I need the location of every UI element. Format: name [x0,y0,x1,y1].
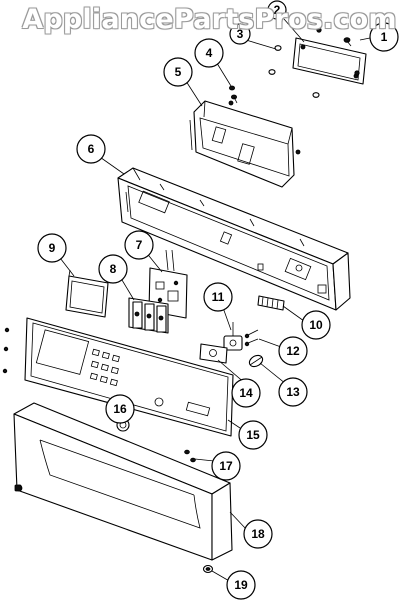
svg-text:17: 17 [219,459,233,473]
callout-4: 4 [194,38,224,68]
svg-text:5: 5 [175,65,182,79]
callout-14: 14 [231,378,261,408]
callout-11: 11 [203,282,233,312]
svg-text:11: 11 [212,290,225,304]
callout-5: 5 [163,57,193,87]
callout-2: 2 [267,0,287,20]
callout-10: 10 [301,310,331,340]
callout-6: 6 [76,134,106,164]
part-2-plate [292,37,367,85]
part-9-display-lens [65,269,109,318]
callout-3: 3 [229,23,251,45]
callout-8: 8 [98,254,128,284]
svg-text:7: 7 [136,238,143,252]
svg-text:3: 3 [237,27,244,41]
part-19-foot [202,564,214,574]
part-5-shield [189,100,301,188]
svg-text:10: 10 [309,318,323,332]
svg-text:18: 18 [251,527,265,541]
watermark: AppliancePartsPros.com [22,4,397,35]
svg-text:1: 1 [381,30,388,44]
part-17-screws [184,449,196,463]
svg-text:15: 15 [246,428,260,442]
svg-text:4: 4 [206,46,213,60]
part-6-console-frame [117,167,351,311]
svg-text:19: 19 [234,578,248,592]
svg-text:2: 2 [274,3,281,17]
svg-text:14: 14 [239,386,253,400]
callout-19: 19 [226,570,256,600]
callout-16: 16 [105,394,135,424]
part-14-bracket [199,343,228,364]
part-12-screws [244,329,259,347]
svg-text:8: 8 [110,262,117,276]
part-1-screw [316,27,360,76]
callout-1: 1 [369,22,399,52]
part-8-switch-block [128,297,169,334]
part-15-control-panel [2,317,234,437]
part-18-console-cover [13,402,233,561]
part-3-screw [268,45,320,98]
svg-text:16: 16 [113,402,127,416]
callout-13: 13 [278,377,308,407]
callout-15: 15 [238,420,268,450]
part-11-switch [223,322,243,351]
part-13-lamp [248,354,264,368]
svg-text:6: 6 [88,142,95,156]
svg-text:13: 13 [286,385,300,399]
callout-9: 9 [37,233,67,263]
keypad [89,348,120,387]
callout-12: 12 [278,336,308,366]
svg-text:9: 9 [49,241,56,255]
callout-18: 18 [243,519,273,549]
part-4-screws [228,85,238,104]
callout-7: 7 [124,230,154,260]
part-10-component [257,295,285,311]
svg-text:12: 12 [286,344,300,358]
callout-17: 17 [211,451,241,481]
